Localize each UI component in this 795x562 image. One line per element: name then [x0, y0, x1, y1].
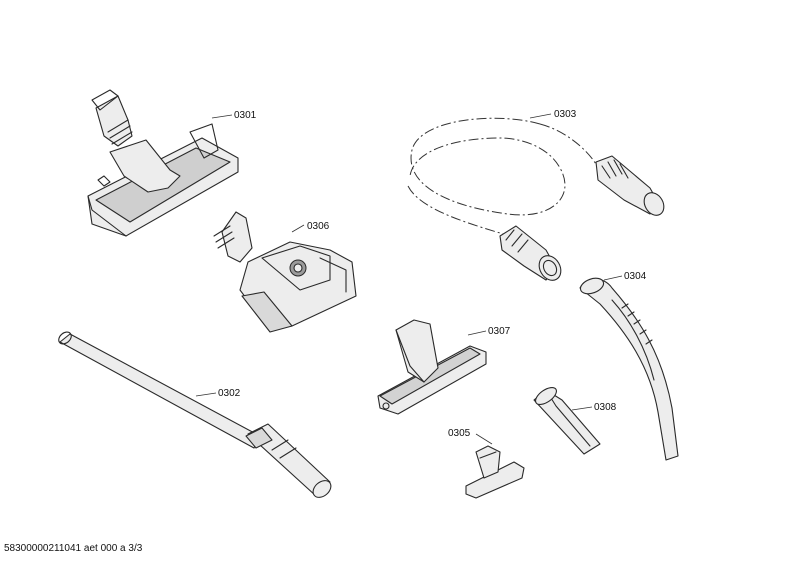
part-handle-bend — [579, 277, 679, 461]
leader-0306 — [291, 224, 305, 233]
part-upholstery-nozzle — [465, 445, 525, 499]
leader-0303 — [529, 113, 552, 119]
label-0304: 0304 — [624, 271, 647, 282]
label-0305: 0305 — [448, 428, 471, 439]
part-wide-nozzle — [377, 319, 487, 415]
part-telescopic-tube — [58, 331, 332, 498]
part-hose — [407, 117, 665, 281]
label-0301: 0301 — [234, 110, 257, 121]
label-0308: 0308 — [594, 402, 617, 413]
leader-0307 — [467, 330, 487, 336]
label-0307: 0307 — [488, 326, 511, 337]
part-crevice-nozzle — [533, 386, 601, 455]
label-0303: 0303 — [554, 109, 577, 120]
part-floor-nozzle — [87, 89, 239, 237]
leader-0304 — [603, 275, 623, 281]
leader-0302 — [195, 392, 217, 397]
leader-0301 — [211, 114, 233, 119]
leader-0308 — [571, 406, 593, 411]
part-turbo-brush — [213, 211, 357, 333]
label-0306: 0306 — [307, 221, 330, 232]
label-0302: 0302 — [218, 388, 241, 399]
leader-0305 — [475, 433, 493, 445]
document-code: 58300000211041 aet 000 a 3/3 — [4, 543, 143, 554]
